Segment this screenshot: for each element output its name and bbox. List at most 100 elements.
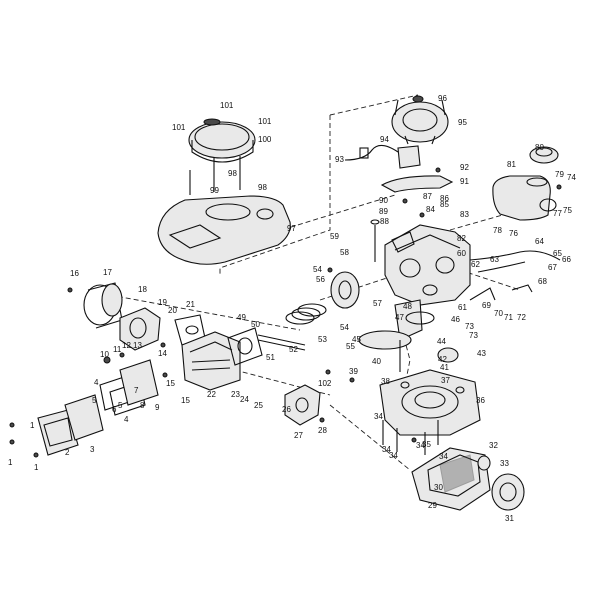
callout-label: 99 — [210, 186, 219, 195]
callout-label: 102 — [318, 379, 332, 388]
callout-label: 39 — [349, 367, 358, 376]
governor-linkage — [469, 250, 561, 301]
callout-label: 85 — [440, 200, 449, 209]
carburetor-housing — [119, 307, 161, 351]
callout-label: 53 — [318, 335, 327, 344]
callout-label: 51 — [266, 353, 275, 362]
callout-label: 77 — [553, 209, 562, 218]
callout-label: 54 — [340, 323, 349, 332]
callout-label: 27 — [294, 431, 303, 440]
callout-label: 65 — [553, 249, 562, 258]
recoil-starter — [188, 118, 256, 195]
crankshaft — [358, 299, 435, 372]
callout-label: 16 — [70, 269, 79, 278]
callout-label: 61 — [458, 303, 467, 312]
callout-label: 9 — [155, 403, 160, 412]
callout-label: 75 — [563, 206, 572, 215]
callout-label: 93 — [335, 155, 344, 164]
callout-label: 19 — [158, 298, 167, 307]
ignition-coil — [344, 144, 421, 169]
callout-label: 7 — [134, 386, 139, 395]
callout-label: 34 — [374, 412, 383, 421]
callout-label: 31 — [505, 514, 514, 523]
pulley — [477, 455, 525, 511]
callout-label: 45 — [352, 335, 361, 344]
callout-label: 55 — [346, 342, 355, 351]
hardware — [9, 167, 562, 458]
callout-label: 33 — [500, 459, 509, 468]
callout-label: 36 — [476, 396, 485, 405]
callout-label: 2 — [65, 448, 70, 457]
callout-label: 26 — [282, 405, 291, 414]
callout-label: 1 — [8, 458, 13, 467]
callout-label: 91 — [460, 177, 469, 186]
callout-label: 64 — [535, 237, 544, 246]
callout-label: 74 — [567, 173, 576, 182]
callout-label: 34 — [439, 452, 448, 461]
callout-label: 95 — [458, 118, 467, 127]
callout-label: 38 — [381, 377, 390, 386]
callout-label: 69 — [482, 301, 491, 310]
callout-label: 98 — [228, 169, 237, 178]
callout-label: 82 — [457, 234, 466, 243]
callout-label: 4 — [124, 415, 129, 424]
callout-label: 60 — [457, 249, 466, 258]
piston-rings — [285, 303, 327, 325]
callout-label: 42 — [438, 355, 447, 364]
callout-label: 101 — [258, 117, 272, 126]
callout-label: 71 — [504, 313, 513, 322]
callout-label: 35 — [422, 440, 431, 449]
flywheel — [391, 95, 449, 145]
callout-label: 76 — [509, 229, 518, 238]
callout-label: 32 — [489, 441, 498, 450]
callout-label: 79 — [555, 170, 564, 179]
head-gasket — [227, 327, 263, 366]
callout-label: 10 — [100, 350, 109, 359]
callout-label: 89 — [379, 207, 388, 216]
engine-cover — [157, 195, 291, 265]
callout-label: 62 — [471, 260, 480, 269]
crankcase — [384, 224, 471, 306]
cylinder-head — [181, 331, 241, 391]
callout-label: 100 — [258, 135, 272, 144]
callout-label: 84 — [426, 205, 435, 214]
callout-label: 18 — [138, 285, 147, 294]
callout-label: 57 — [373, 299, 382, 308]
callout-label: 46 — [451, 315, 460, 324]
push-rods — [257, 334, 306, 351]
callout-label: 28 — [318, 426, 327, 435]
callout-label: 97 — [287, 224, 296, 233]
callout-label: 21 — [186, 300, 195, 309]
callout-label: 12 — [122, 341, 131, 350]
callout-label: 11 — [113, 345, 122, 354]
callout-label: 50 — [251, 320, 260, 329]
blade-adapter — [411, 447, 491, 511]
callout-label: 83 — [460, 210, 469, 219]
callout-label: 92 — [460, 163, 469, 172]
callout-label: 73 — [465, 322, 474, 331]
fuel-pump — [284, 384, 321, 426]
callout-label: 14 — [158, 349, 167, 358]
callout-label: 24 — [240, 395, 249, 404]
callout-label: 72 — [517, 313, 526, 322]
callout-label: 44 — [437, 337, 446, 346]
callout-label: 23 — [231, 390, 240, 399]
callout-label: 73 — [469, 331, 478, 340]
callout-label: 5 — [118, 401, 123, 410]
callout-label: 34 — [389, 451, 398, 460]
callout-label: 29 — [428, 501, 437, 510]
piston — [330, 271, 360, 309]
callout-label: 17 — [103, 268, 112, 277]
callout-label: 37 — [441, 376, 450, 385]
callout-label: 56 — [316, 275, 325, 284]
callout-label: 63 — [490, 255, 499, 264]
callout-label: 6 — [112, 405, 117, 414]
callout-label: 87 — [423, 192, 432, 201]
base-bolts — [382, 420, 439, 455]
fan-shroud — [380, 175, 454, 193]
callout-label: 5 — [92, 396, 97, 405]
callout-label: 98 — [258, 183, 267, 192]
callout-label: 13 — [133, 341, 142, 350]
callout-label: 22 — [207, 390, 216, 399]
